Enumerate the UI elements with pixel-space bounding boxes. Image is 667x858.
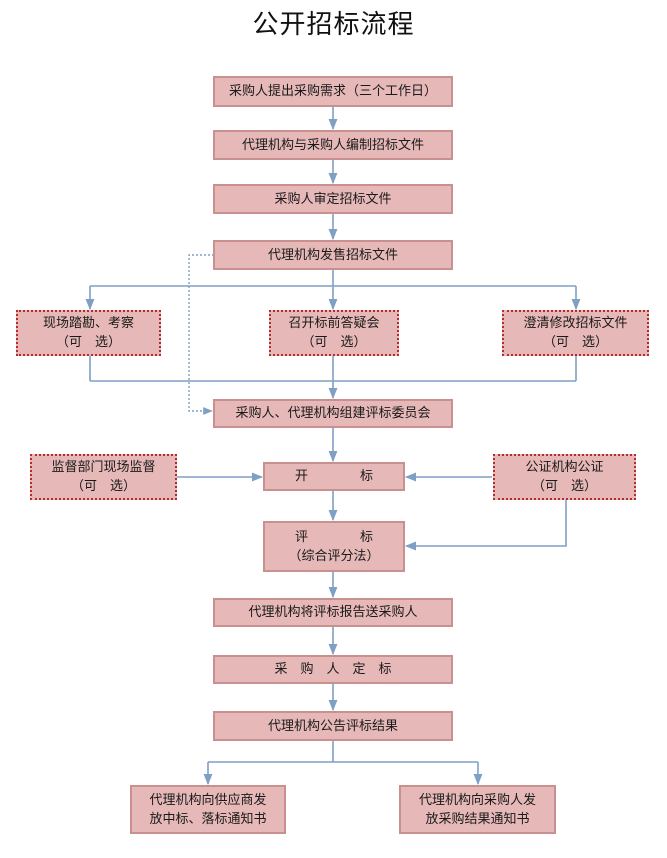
node-line: 代理机构向采购人发 bbox=[418, 792, 536, 808]
node-line-optional: （可 选） bbox=[301, 335, 367, 350]
node-line-optional: （可 选） bbox=[70, 479, 136, 494]
node-line: 采购人提出采购需求（三个工作日） bbox=[228, 84, 437, 99]
arrow-n7b-n8 bbox=[404, 500, 567, 551]
step-site-inspection: 现场踏勘、考察 （可 选） bbox=[16, 310, 161, 356]
node-line: 放中标、落标通知书 bbox=[149, 811, 267, 827]
node-line: 评 标 bbox=[294, 529, 373, 545]
node-line: 召开标前答疑会 bbox=[288, 316, 380, 331]
node-line: 现场踏勘、考察 bbox=[42, 316, 134, 331]
step-prepare-tender-docs: 代理机构与采购人编制招标文件 bbox=[213, 130, 453, 160]
node-line: 代理机构向供应商发 bbox=[149, 792, 267, 808]
step-submit-purchase-request: 采购人提出采购需求（三个工作日） bbox=[213, 76, 453, 107]
step-notify-suppliers: 代理机构向供应商发 放中标、落标通知书 bbox=[130, 785, 286, 834]
step-pre-bid-meeting: 召开标前答疑会 （可 选） bbox=[269, 310, 399, 356]
node-line: 放采购结果通知书 bbox=[425, 811, 530, 827]
node-line: 代理机构发售招标文件 bbox=[267, 247, 398, 263]
connector-bypass-dotted bbox=[188, 254, 214, 415]
step-supervision-onsite: 监督部门现场监督 （可 选） bbox=[30, 454, 177, 500]
step-notify-purchaser: 代理机构向采购人发 放采购结果通知书 bbox=[399, 785, 556, 834]
node-line: 采购人审定招标文件 bbox=[274, 191, 392, 207]
step-award-decision: 采 购 人 定 标 bbox=[213, 655, 453, 684]
step-bid-opening: 开 标 bbox=[263, 462, 405, 491]
step-notarization: 公证机构公证 （可 选） bbox=[493, 454, 636, 500]
node-line-optional: （可 选） bbox=[542, 335, 608, 350]
node-line: 监督部门现场监督 bbox=[51, 460, 156, 475]
node-line-method: （综合评分法） bbox=[288, 548, 380, 564]
step-bid-evaluation: 评 标 （综合评分法） bbox=[263, 521, 405, 572]
node-line: 采 购 人 定 标 bbox=[274, 662, 392, 677]
node-line: 采购人、代理机构组建评标委员会 bbox=[235, 406, 431, 421]
node-line: 代理机构与采购人编制招标文件 bbox=[241, 137, 424, 153]
node-line: 公证机构公证 bbox=[525, 460, 604, 475]
node-line-optional: （可 选） bbox=[531, 479, 597, 494]
step-review-tender-docs: 采购人审定招标文件 bbox=[213, 184, 453, 214]
node-line: 代理机构公告评标结果 bbox=[267, 718, 398, 734]
step-clarify-tender-docs: 澄清修改招标文件 （可 选） bbox=[502, 310, 649, 356]
page-title: 公开招标流程 bbox=[252, 10, 415, 40]
step-form-evaluation-committee: 采购人、代理机构组建评标委员会 bbox=[213, 399, 453, 428]
step-sell-tender-docs: 代理机构发售招标文件 bbox=[213, 240, 453, 270]
step-send-evaluation-report: 代理机构将评标报告送采购人 bbox=[213, 598, 453, 627]
step-announce-results: 代理机构公告评标结果 bbox=[213, 711, 453, 741]
node-line: 代理机构将评标报告送采购人 bbox=[248, 605, 418, 620]
node-line: 澄清修改招标文件 bbox=[523, 316, 628, 331]
node-line-optional: （可 选） bbox=[55, 335, 121, 350]
node-line: 开 标 bbox=[294, 469, 373, 484]
